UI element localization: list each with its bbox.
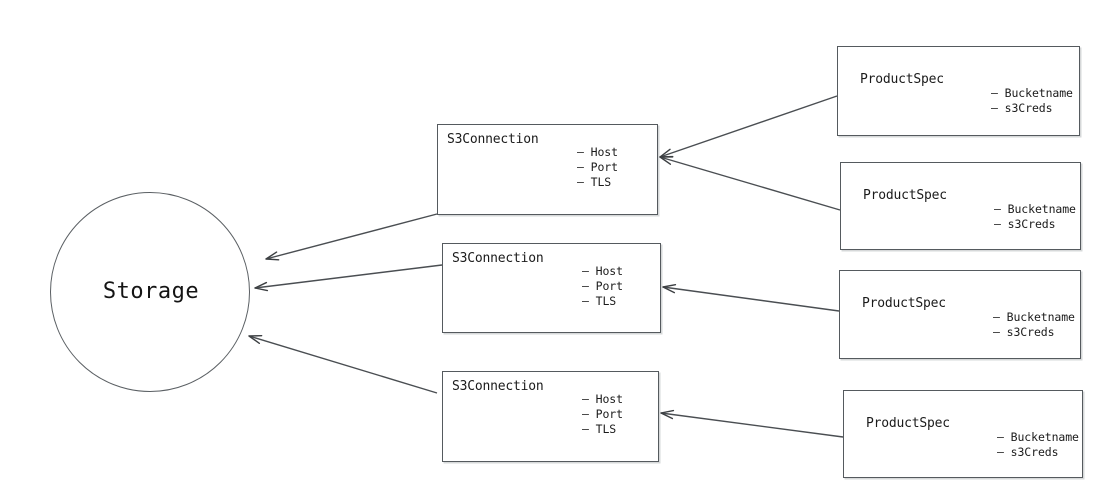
node-title: S3Connection bbox=[452, 251, 544, 266]
node-attribute: – s3Creds bbox=[993, 325, 1055, 339]
node-attribute: – TLS bbox=[577, 175, 612, 189]
node-attribute: – TLS bbox=[582, 294, 617, 308]
node-attribute: – Host bbox=[582, 264, 623, 278]
node-title: ProductSpec bbox=[862, 296, 946, 311]
node-attribute: – Host bbox=[582, 392, 623, 406]
node-attribute: – Port bbox=[577, 160, 618, 174]
node-attributes: – Host – Port – TLS bbox=[582, 392, 623, 437]
spec3-to-conn2 bbox=[662, 283, 840, 312]
node-attribute: – s3Creds bbox=[997, 445, 1059, 459]
storage-label: Storage bbox=[102, 279, 200, 304]
node-title: ProductSpec bbox=[863, 188, 947, 203]
node-attribute: – Port bbox=[582, 279, 623, 293]
node-attribute: – s3Creds bbox=[994, 217, 1056, 231]
node-attribute: – TLS bbox=[582, 422, 617, 436]
node-attribute: – Bucketname bbox=[991, 86, 1073, 100]
spec4-to-conn3 bbox=[660, 409, 844, 438]
node-s3connection-3[interactable]: S3Connection – Host – Port – TLS bbox=[442, 371, 659, 462]
node-title: S3Connection bbox=[447, 132, 539, 147]
node-productspec-1[interactable]: ProductSpec – Bucketname – s3Creds bbox=[837, 46, 1080, 136]
node-attribute: – s3Creds bbox=[991, 101, 1053, 115]
node-attributes: – Bucketname – s3Creds bbox=[993, 310, 1075, 340]
node-attributes: – Bucketname – s3Creds bbox=[997, 430, 1079, 460]
storage-circle[interactable]: Storage bbox=[50, 192, 250, 392]
spec2-to-conn1 bbox=[659, 155, 841, 211]
spec1-to-conn1 bbox=[659, 95, 838, 158]
node-attributes: – Host – Port – TLS bbox=[582, 264, 623, 309]
node-s3connection-1[interactable]: S3Connection – Host – Port – TLS bbox=[437, 124, 658, 215]
node-title: ProductSpec bbox=[860, 72, 944, 87]
node-attribute: – Bucketname bbox=[993, 310, 1075, 324]
node-attributes: – Host – Port – TLS bbox=[577, 145, 618, 190]
node-attributes: – Bucketname – s3Creds bbox=[994, 202, 1076, 232]
node-attribute: – Bucketname bbox=[997, 430, 1079, 444]
node-attribute: – Bucketname bbox=[994, 202, 1076, 216]
node-title: ProductSpec bbox=[866, 416, 950, 431]
node-attribute: – Host bbox=[577, 145, 618, 159]
node-s3connection-2[interactable]: S3Connection – Host – Port – TLS bbox=[442, 243, 661, 333]
conn3-to-storage bbox=[248, 334, 438, 394]
conn1-to-storage bbox=[265, 213, 438, 261]
node-productspec-2[interactable]: ProductSpec – Bucketname – s3Creds bbox=[840, 162, 1081, 250]
node-productspec-3[interactable]: ProductSpec – Bucketname – s3Creds bbox=[839, 270, 1081, 359]
node-productspec-4[interactable]: ProductSpec – Bucketname – s3Creds bbox=[843, 390, 1083, 478]
node-title: S3Connection bbox=[452, 379, 544, 394]
node-attributes: – Bucketname – s3Creds bbox=[991, 86, 1073, 116]
node-attribute: – Port bbox=[582, 407, 623, 421]
conn2-to-storage bbox=[254, 264, 443, 292]
